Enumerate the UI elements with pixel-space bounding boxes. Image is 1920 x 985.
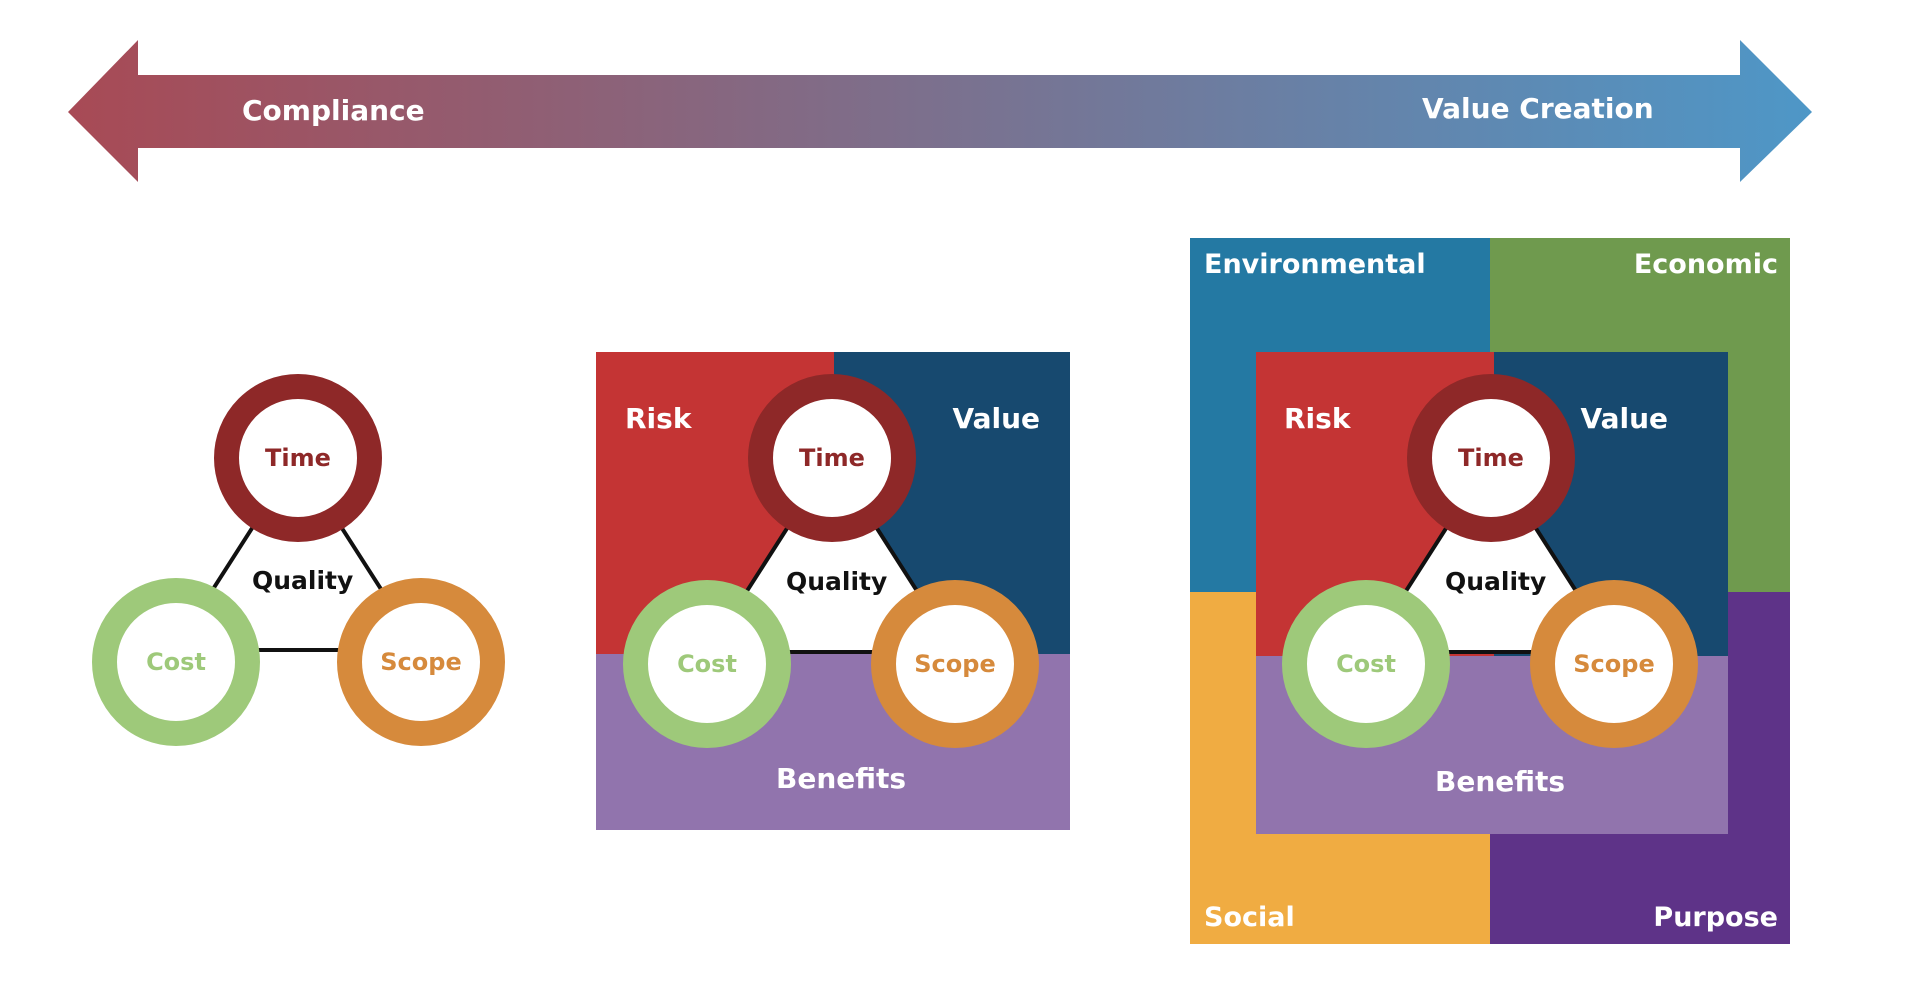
social-label: Social bbox=[1204, 902, 1295, 933]
d2-quality-triangle bbox=[704, 454, 960, 654]
d2-time-circle: Time bbox=[748, 374, 916, 542]
d1-cost-circle: Cost bbox=[92, 578, 260, 746]
d3-cost-circle: Cost bbox=[1282, 580, 1450, 748]
arrow-right-label: Value Creation bbox=[1422, 92, 1654, 125]
d2-risk-label: Risk bbox=[625, 402, 692, 435]
d2-quality-label: Quality bbox=[786, 567, 888, 596]
d3-quality-label: Quality bbox=[1445, 567, 1547, 596]
arrow-left-label: Compliance bbox=[242, 94, 425, 127]
d1-scope-circle: Scope bbox=[337, 578, 505, 746]
d3-scope-label: Scope bbox=[1573, 650, 1655, 678]
d1-quality-label: Quality bbox=[252, 566, 354, 595]
d2-cost-circle: Cost bbox=[623, 580, 791, 748]
d2-scope-label: Scope bbox=[914, 650, 996, 678]
economic-label: Economic bbox=[1633, 249, 1778, 280]
d3-benefits-label: Benefits bbox=[1435, 765, 1566, 798]
d1-scope-label: Scope bbox=[380, 648, 462, 676]
d3-cost-label: Cost bbox=[1336, 650, 1396, 678]
d2-time-label: Time bbox=[799, 444, 865, 472]
environmental-label: Environmental bbox=[1204, 249, 1426, 280]
d2-benefits-label: Benefits bbox=[776, 762, 907, 795]
d3-risk-label: Risk bbox=[1284, 402, 1351, 435]
d2-value-label: Value bbox=[952, 402, 1040, 435]
double-arrow-shape bbox=[68, 40, 1812, 182]
d3-quality-triangle bbox=[1363, 454, 1619, 654]
purpose-label: Purpose bbox=[1653, 902, 1778, 933]
d1-time-label: Time bbox=[265, 444, 331, 472]
d3-scope-circle: Scope bbox=[1530, 580, 1698, 748]
d2-cost-label: Cost bbox=[677, 650, 737, 678]
d1-cost-label: Cost bbox=[146, 648, 206, 676]
d3-value-label: Value bbox=[1580, 402, 1668, 435]
d3-time-circle: Time bbox=[1407, 374, 1575, 542]
d1-time-circle: Time bbox=[214, 374, 382, 542]
d3-time-label: Time bbox=[1458, 444, 1524, 472]
d2-scope-circle: Scope bbox=[871, 580, 1039, 748]
